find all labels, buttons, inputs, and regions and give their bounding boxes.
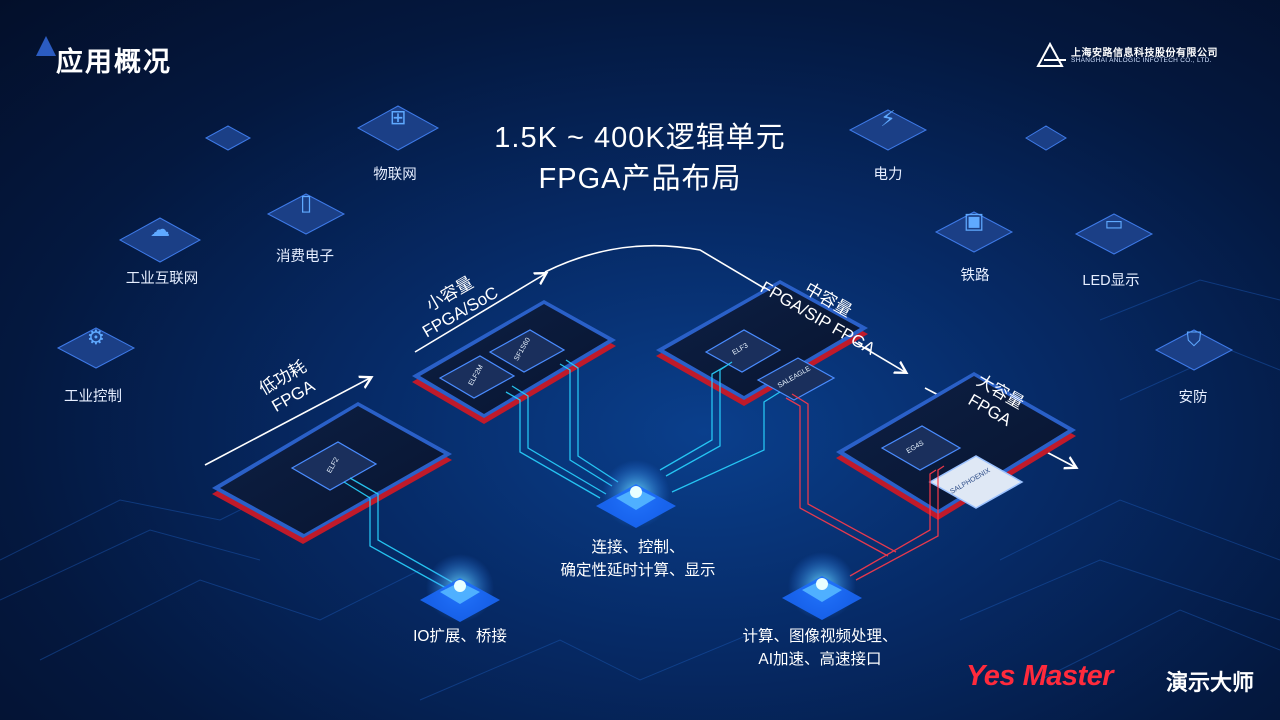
company-name-en: SHANGHAI ANLOGIC INFOTECH CO., LTD.	[1071, 57, 1212, 64]
headline-line1: 1.5K ~ 400K逻辑单元	[494, 122, 786, 154]
svg-text:⊞: ⊞	[390, 107, 407, 129]
svg-text:⛉: ⛉	[1187, 329, 1202, 351]
cloud-monitor-icon: ☁	[118, 217, 202, 263]
board-large-capacity	[836, 372, 1076, 520]
company-name-cn: 上海安路信息科技股份有限公司	[1071, 48, 1218, 59]
function-line1: 连接、控制、	[591, 539, 685, 556]
train-icon: ▣	[934, 208, 1014, 253]
network-icon: ⊞	[356, 105, 440, 151]
function-line2: AI加速、高速接口	[758, 651, 882, 668]
headline-line2: FPGA产品布局	[538, 163, 742, 195]
cyan-traces	[343, 359, 781, 589]
function-line1: IO扩展、桥接	[413, 628, 507, 645]
display-icon: ▭	[1074, 213, 1154, 255]
flow-arrow	[414, 274, 545, 353]
hub-compute	[782, 552, 862, 620]
watermark-suffix: 演示大师	[1166, 670, 1255, 695]
app-label-iiot: 工业互联网	[125, 271, 199, 287]
svg-text:▣: ▣	[964, 208, 985, 233]
hub-connectivity	[596, 460, 676, 528]
flow-arrow	[544, 244, 905, 372]
function-line2: 确定性延时计算、显示	[560, 562, 716, 579]
decorative-tile-icon	[1025, 125, 1067, 151]
app-label-railway: 铁路	[960, 268, 990, 284]
board-small-capacity	[412, 300, 616, 424]
page-title: 应用概况	[56, 47, 172, 77]
flow-arrow	[204, 378, 370, 466]
hub-io	[420, 554, 500, 622]
background-circuit	[0, 279, 1280, 701]
robot-arm-icon: ⚙	[56, 327, 136, 369]
function-line1: 计算、图像视频处理、	[742, 628, 898, 645]
shield-icon: ⛉	[1154, 329, 1234, 371]
app-label-industrial-control: 工业控制	[64, 389, 122, 405]
function-io: IO扩展、桥接	[413, 625, 507, 648]
board-low-power	[212, 402, 452, 544]
app-label-consumer: 消费电子	[276, 249, 334, 265]
svg-text:▯: ▯	[300, 190, 312, 215]
company-logo-icon	[1036, 41, 1066, 67]
svg-text:▭: ▭	[1105, 213, 1124, 235]
function-compute: 计算、图像视频处理、 AI加速、高速接口	[742, 625, 897, 671]
svg-text:⚙: ⚙	[87, 327, 105, 349]
app-label-power: 电力	[873, 167, 903, 183]
decorative-tile-icon	[204, 125, 252, 151]
board-mid-capacity	[656, 280, 868, 406]
app-label-led: LED显示	[1082, 273, 1140, 289]
watermark-brand: Yes Master	[966, 660, 1114, 692]
lightning-icon: ⚡	[848, 106, 928, 151]
app-label-iot: 物联网	[373, 167, 417, 183]
app-label-security: 安防	[1178, 390, 1208, 406]
handheld-device-icon: ▯	[266, 190, 346, 235]
title-accent-icon	[36, 36, 56, 56]
function-connectivity: 连接、控制、 确定性延时计算、显示	[560, 536, 715, 582]
red-traces	[785, 393, 945, 581]
svg-text:☁: ☁	[150, 219, 170, 241]
svg-text:⚡: ⚡	[880, 106, 895, 131]
